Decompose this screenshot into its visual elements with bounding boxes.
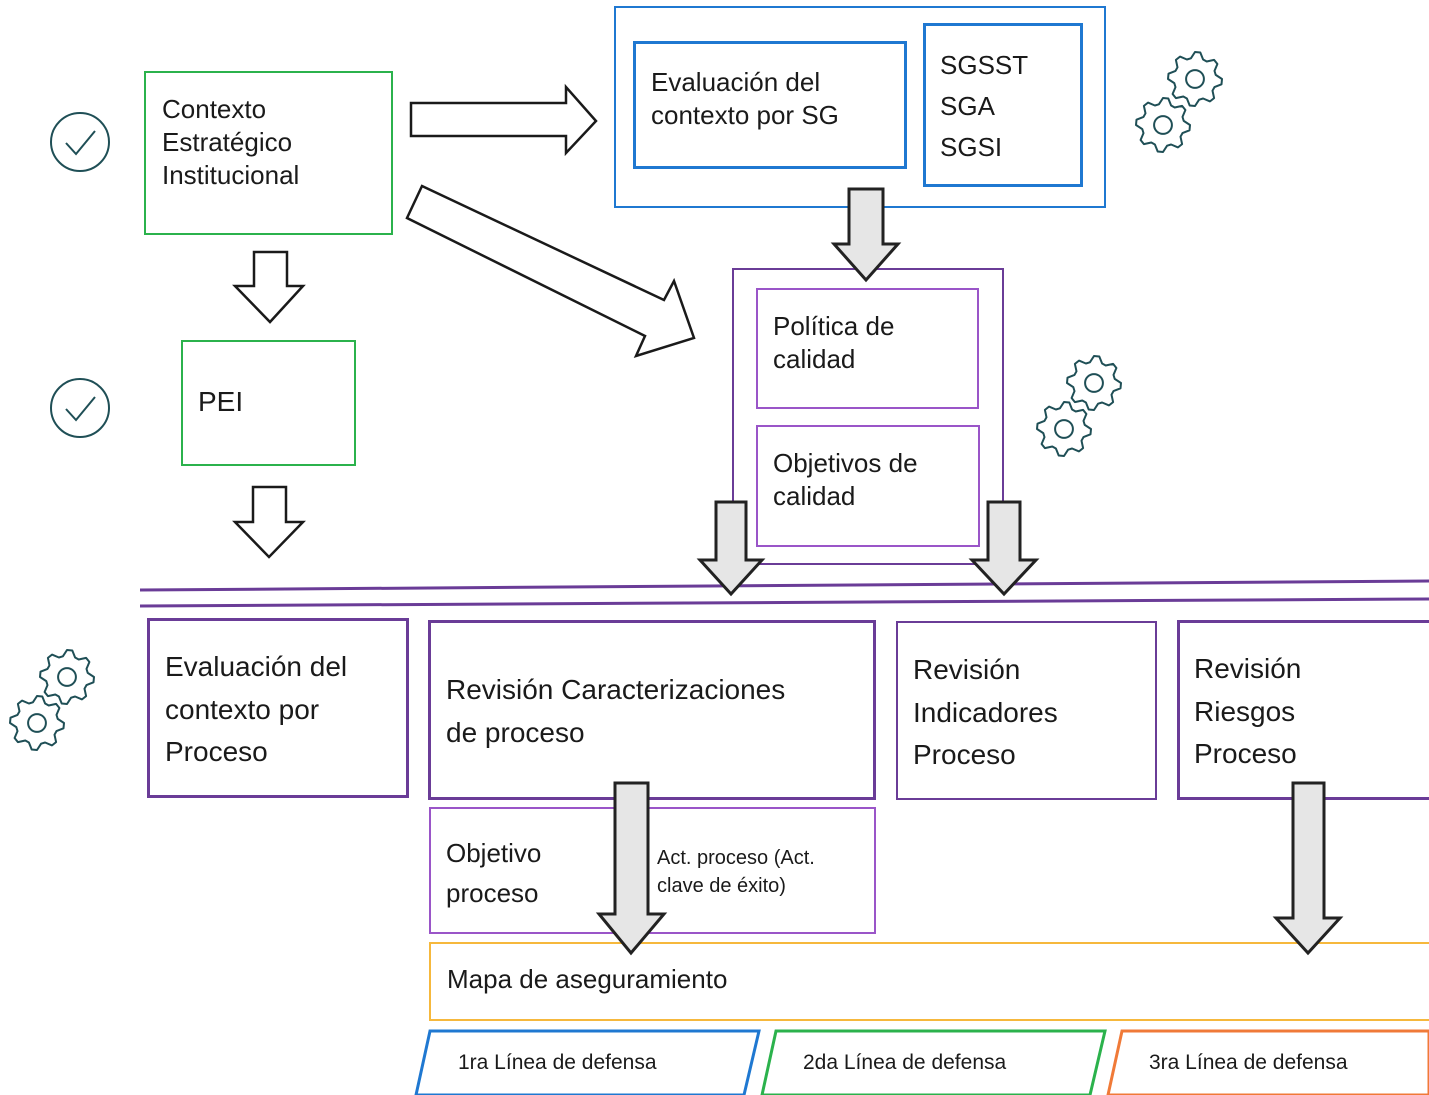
contexto-estrategico-label: Contexto Estratégico Institucional xyxy=(162,94,300,191)
revision-indicadores-box xyxy=(896,621,1157,800)
pei-label: PEI xyxy=(198,386,244,417)
act-proceso-label: Act. proceso (Act. clave de éxito) xyxy=(657,847,815,898)
divider-line-top xyxy=(139,579,1429,592)
revision-riesgos-box xyxy=(1177,620,1429,800)
revision-indicadores-label: Revisión Indicadores Proceso xyxy=(913,654,1058,771)
evaluacion-proceso-label: Evaluación del contexto por Proceso xyxy=(165,651,348,768)
gear-icon xyxy=(39,649,95,705)
mapa-aseguramiento-label: Mapa de aseguramiento xyxy=(447,964,728,994)
gear-icon xyxy=(1167,51,1223,107)
evaluacion-proceso-box xyxy=(147,618,409,798)
objetivo-proceso-label: Objetivo proceso xyxy=(446,838,542,909)
arrow-pei-down xyxy=(232,485,306,559)
revision-caracterizaciones-label: Revisión Caracterizaciones de proceso xyxy=(446,674,786,748)
objetivos-label: Objetivos de calidad xyxy=(773,448,918,512)
arrow-calidad-right-down xyxy=(968,500,1040,597)
arrow-riesgos-down xyxy=(1272,781,1344,956)
defense-line-3-label: 3ra Línea de defensa xyxy=(1149,1051,1348,1074)
divider-line-bottom xyxy=(139,597,1429,608)
check-circle-icon xyxy=(50,378,110,438)
evaluacion-sg-label: Evaluación del contexto por SG xyxy=(651,67,839,131)
arrow-calidad-left-down xyxy=(696,500,766,597)
objetivos-box xyxy=(756,425,980,547)
arrow-contexto-to-pei xyxy=(232,250,306,324)
gear-icon xyxy=(1036,401,1092,457)
revision-caracterizaciones-box xyxy=(428,620,876,800)
revision-riesgos-label: Revisión Riesgos Proceso xyxy=(1194,653,1302,770)
contexto-estrategico-box xyxy=(144,71,393,235)
politica-box xyxy=(756,288,979,409)
defense-line-1-label: 1ra Línea de defensa xyxy=(458,1051,657,1074)
gear-icon xyxy=(9,695,65,751)
arrow-sg-to-calidad xyxy=(830,187,902,283)
evaluacion-sg-box xyxy=(633,41,907,169)
gear-icon xyxy=(1066,355,1122,411)
politica-label: Política de calidad xyxy=(773,311,895,375)
arrow-contexto-to-sg xyxy=(409,83,598,157)
arrow-caracterizaciones-down xyxy=(595,781,668,956)
defense-line-2-label: 2da Línea de defensa xyxy=(803,1051,1007,1074)
defense-line-3-shape xyxy=(1106,1029,1429,1095)
mapa-aseguramiento-box xyxy=(429,942,1429,1021)
defense-line-1-shape xyxy=(414,1029,761,1095)
sistemas-box xyxy=(923,23,1083,187)
gear-icon xyxy=(1135,97,1191,153)
sistemas-label: SGSST SGA SGSI xyxy=(940,50,1029,163)
check-circle-icon xyxy=(50,112,110,172)
arrow-contexto-to-calidad xyxy=(405,184,696,359)
defense-line-2-shape xyxy=(760,1029,1107,1095)
pei-box xyxy=(181,340,356,466)
